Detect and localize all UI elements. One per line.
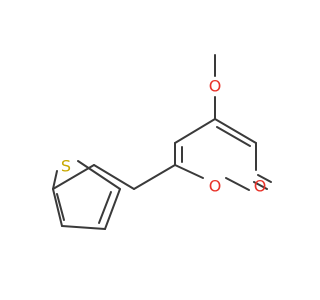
bond-thio-c3-c4 [61, 225, 106, 230]
molecule-structure-diagram: O O O S [52, 54, 272, 230]
atom-labels: O O O S [61, 77, 266, 196]
ring-oxygen-label: O [209, 177, 222, 196]
bond-o1-c6 [174, 164, 204, 179]
bond-thio-c4-c5 [104, 188, 121, 230]
sulfur-label: S [61, 157, 71, 176]
bond-c6-ch2a [133, 164, 176, 190]
bond-thio-c2-s [52, 170, 58, 190]
bond-c5-c4 [174, 118, 216, 144]
carbonyl-oxygen-label: O [254, 177, 267, 196]
bond-c2-carbonyl-double [253, 181, 268, 190]
bond-thio-c2-c3 [52, 188, 63, 227]
bond-c4-c3-double [216, 126, 251, 147]
bond-ch2a-ch2b [93, 164, 135, 190]
bond-c2-carbonyl [257, 174, 272, 183]
bonds [52, 54, 272, 230]
bond-ch2b-thio-c2 [52, 164, 95, 190]
bond-thio-c4-c5-double [98, 191, 112, 224]
bond-c2-o1 [225, 177, 250, 191]
methoxy-oxygen-label: O [209, 77, 222, 96]
bond-c4-c3 [214, 118, 257, 144]
bond-thio-c5-s [77, 160, 121, 190]
bond-thio-c2-c3-double [56, 193, 65, 221]
